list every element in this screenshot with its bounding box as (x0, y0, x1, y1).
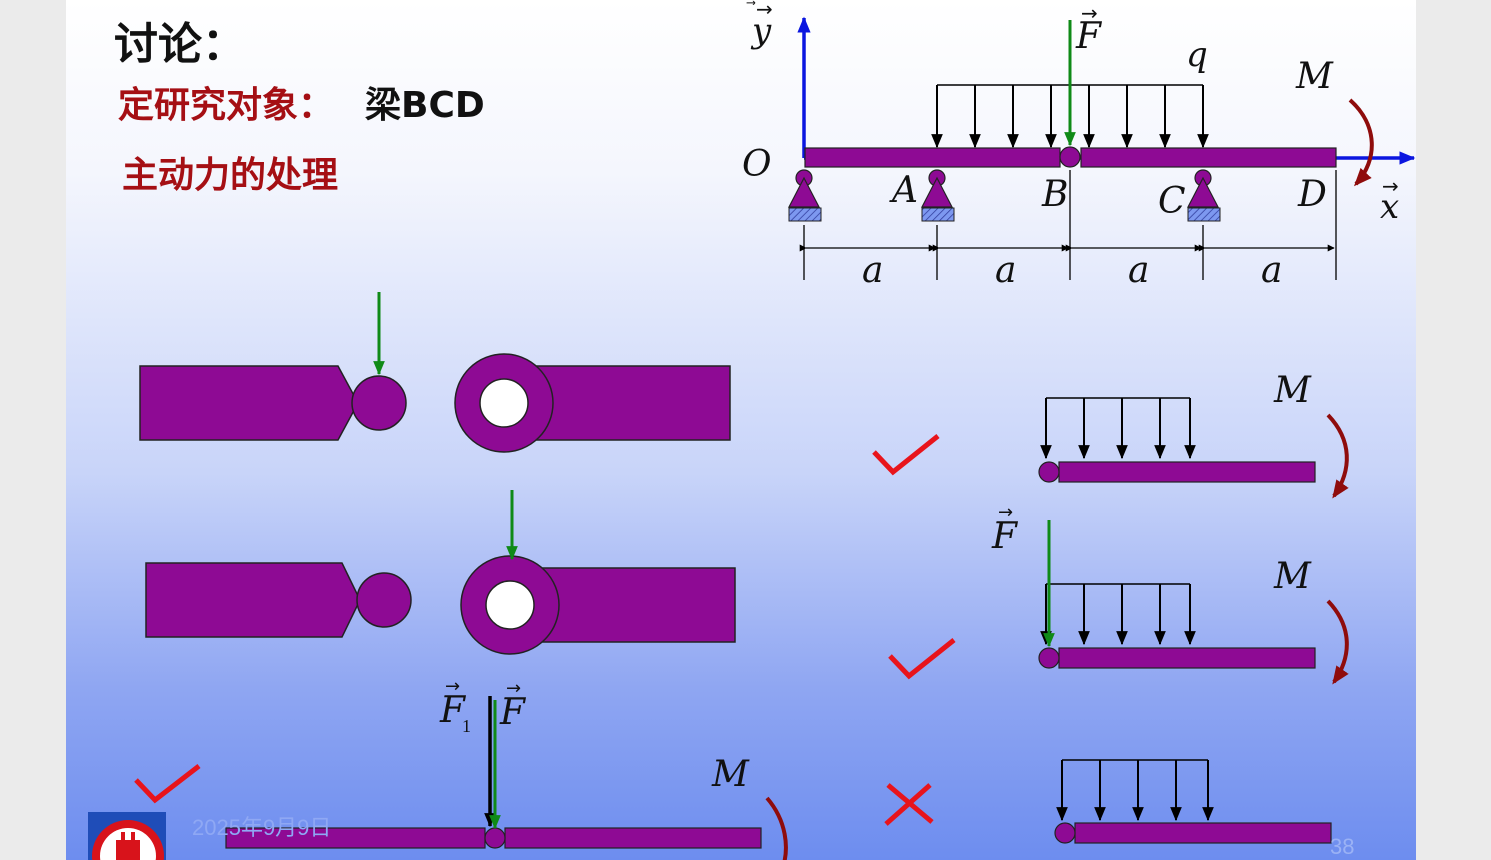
hinge-detail-force-on-pin (139, 292, 731, 453)
force-f-label: F (499, 692, 527, 733)
slide-title: 讨论： (114, 19, 246, 70)
vector-arrow-icon: → (445, 676, 460, 697)
support-o (788, 169, 822, 222)
option-load-and-force: F → M (991, 502, 1349, 685)
span-label: a (1128, 250, 1149, 291)
support-a (921, 169, 955, 222)
footer-date: 2025年9月9日 (192, 815, 332, 840)
axis-y-label: y (750, 11, 772, 51)
vector-arrow-icon: → (506, 678, 521, 699)
force-label: F (1075, 16, 1103, 57)
point-b-label: B (1041, 174, 1068, 215)
vector-arrow-icon: → (1081, 1, 1098, 25)
check-mark-icon (888, 638, 956, 680)
object-label: 定研究对象： (118, 85, 335, 126)
load-q-label: q (1186, 35, 1208, 75)
school-logo (88, 812, 166, 860)
vector-arrow-icon: ⃗→ (746, 0, 773, 21)
check-mark-icon (872, 434, 940, 476)
moment-label: M (711, 754, 750, 795)
topic-label: 主动力的处理 (122, 155, 339, 196)
object-value: 梁BCD (365, 85, 485, 126)
hinge-b (1059, 146, 1081, 168)
vector-arrow-icon: → (1382, 174, 1399, 198)
axis-x-label: x (1380, 187, 1399, 227)
beam-ab (804, 147, 1061, 168)
option-load-on-pin (1054, 759, 1332, 844)
span-label: a (1261, 250, 1282, 291)
option-split-force: F → 1 F → M (225, 676, 788, 860)
beam-bcd (1080, 147, 1337, 168)
hinge-detail-force-on-ring (145, 490, 736, 655)
force-f-label: F (991, 516, 1019, 557)
span-label: a (995, 250, 1016, 291)
cross-mark-icon (884, 783, 934, 826)
support-c (1187, 169, 1221, 222)
check-mark-icon (134, 764, 201, 804)
span-label: a (862, 250, 883, 291)
beam-diagram: y ⃗→ x → O F → q M A B C D a a a a (742, 0, 1416, 291)
option-load-only: M (1038, 370, 1349, 499)
point-a-label: A (889, 170, 918, 211)
dimension-lines (799, 170, 1337, 280)
page-number: 38 (1330, 834, 1355, 859)
moment-label: M (1273, 556, 1312, 597)
force-f1-label: F (439, 690, 467, 731)
point-c-label: C (1158, 181, 1186, 222)
moment-label: M (1295, 56, 1334, 97)
origin-label: O (742, 144, 772, 185)
moment-m-arrow (1348, 98, 1374, 187)
force-f1-subscript: 1 (462, 716, 471, 736)
vector-arrow-icon: → (998, 502, 1013, 523)
moment-label: M (1273, 370, 1312, 411)
point-d-label: D (1297, 174, 1327, 215)
